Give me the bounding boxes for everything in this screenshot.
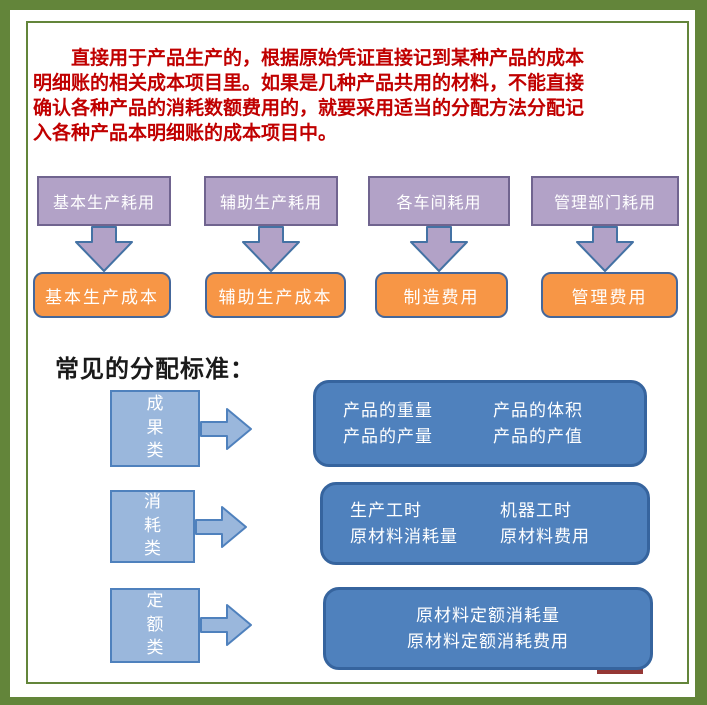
down-arrow-icon	[75, 226, 133, 272]
standard-item: 产品的产量	[343, 426, 433, 447]
standard-item: 产品的体积	[493, 400, 583, 421]
category-label: 成果类	[146, 393, 164, 462]
flow-source-box-basic-production: 基本生产耗用	[37, 176, 171, 226]
category-box-result-type: 成果类	[110, 390, 200, 467]
standard-item: 原材料定额消耗费用	[407, 631, 569, 652]
standards-heading: 常见的分配标准：	[55, 355, 255, 383]
category-box-consumption-type: 消耗类	[110, 490, 195, 563]
right-arrow-icon	[200, 604, 252, 646]
standard-item: 原材料费用	[500, 526, 590, 547]
down-arrow-icon	[410, 226, 468, 272]
standards-panel-quota: 原材料定额消耗量 原材料定额消耗费用	[323, 587, 653, 670]
right-arrow-icon	[195, 506, 247, 548]
flow-target-box-auxiliary-production-cost: 辅助生产成本	[205, 272, 346, 318]
category-label: 定额类	[146, 590, 164, 659]
flow-target-box-manufacturing-expense: 制造费用	[375, 272, 508, 318]
standards-panel-consumption: 生产工时 原材料消耗量 机器工时 原材料费用	[320, 482, 650, 565]
category-label: 消耗类	[143, 491, 161, 560]
category-box-quota-type: 定额类	[110, 588, 200, 663]
flow-source-box-management-dept: 管理部门耗用	[531, 176, 679, 226]
down-arrow-icon	[576, 226, 634, 272]
standard-item: 原材料定额消耗量	[416, 605, 560, 626]
right-arrow-icon	[200, 408, 252, 450]
flow-source-box-workshops: 各车间耗用	[368, 176, 510, 226]
flow-target-box-management-expense: 管理费用	[541, 272, 678, 318]
intro-paragraph: 直接用于产品生产的，根据原始凭证直接记到某种产品的成本明细账的相关成本项目里。如…	[33, 47, 585, 144]
standard-item: 机器工时	[500, 500, 572, 521]
standard-item: 生产工时	[350, 500, 422, 521]
standard-item: 产品的产值	[493, 426, 583, 447]
flow-source-box-auxiliary-production: 辅助生产耗用	[204, 176, 338, 226]
flow-target-box-basic-production-cost: 基本生产成本	[33, 272, 171, 318]
standard-item: 原材料消耗量	[350, 526, 458, 547]
standard-item: 产品的重量	[343, 400, 433, 421]
standards-panel-result: 产品的重量 产品的产量 产品的体积 产品的产值	[313, 380, 647, 467]
down-arrow-icon	[242, 226, 300, 272]
